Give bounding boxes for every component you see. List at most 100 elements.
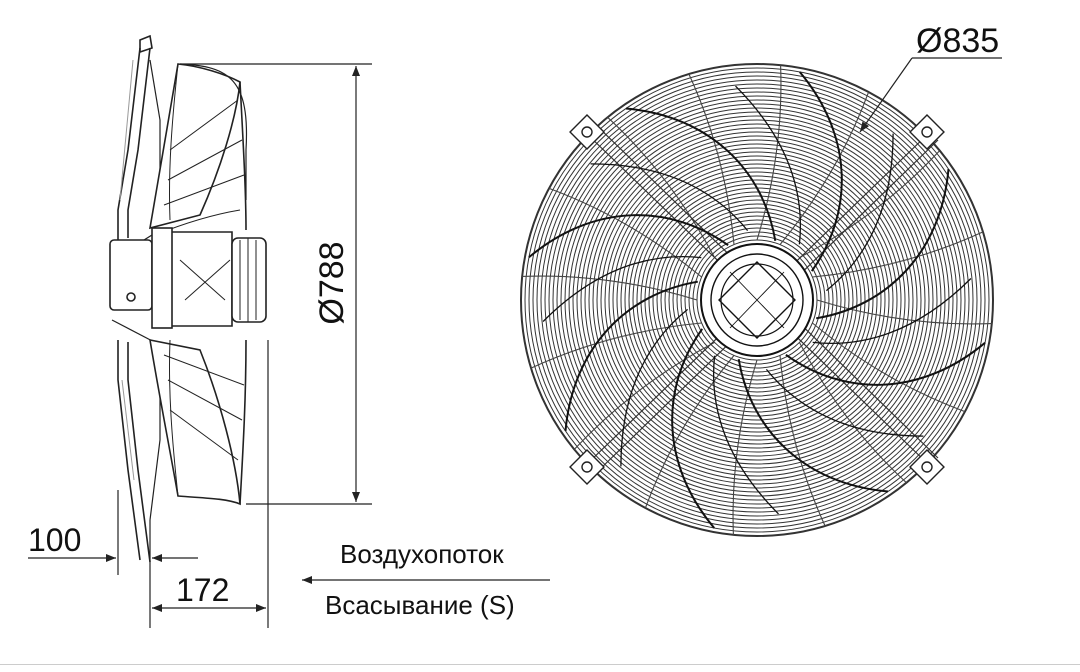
guard-ring	[552, 95, 962, 505]
depth-172-label: 172	[176, 572, 229, 608]
guard-ring	[560, 103, 954, 497]
guard-spoke	[812, 322, 966, 413]
guard-ring	[616, 159, 898, 441]
guard-ring	[628, 171, 886, 429]
guard-spoke	[548, 187, 702, 278]
guard-ring	[580, 123, 934, 477]
guard-ring	[592, 135, 922, 465]
depth-100-label: 100	[28, 522, 81, 558]
side-view	[109, 34, 267, 563]
guard-ring	[612, 155, 902, 445]
blade-edge	[528, 214, 729, 258]
guard-ring	[692, 235, 822, 365]
airflow-annotation	[302, 576, 550, 584]
guard-spoke	[607, 116, 716, 258]
blade-edge	[542, 256, 702, 322]
guard-ring	[600, 143, 914, 457]
blade-edge	[564, 280, 698, 432]
guard-ring	[556, 99, 958, 501]
guard-spoke	[756, 65, 782, 241]
guard-ring	[528, 71, 986, 529]
guard-spoke	[644, 355, 735, 509]
guard-ring	[584, 127, 930, 473]
guard-ring	[660, 203, 854, 397]
diameter-788-label: Ø788	[313, 241, 351, 324]
guard-ring	[576, 119, 938, 481]
motor-hub	[109, 227, 267, 329]
mounting-plate	[117, 34, 153, 563]
airflow-label: Воздухопоток	[340, 539, 504, 569]
guard-spoke	[732, 359, 758, 535]
diameter-835-leader	[859, 57, 913, 133]
guard-spoke	[573, 341, 715, 450]
blade-edge	[735, 85, 801, 245]
guard-rings	[520, 63, 994, 537]
guard-ring	[652, 195, 862, 405]
guard-ring	[532, 75, 982, 525]
guard-ring	[536, 79, 978, 521]
front-blades	[528, 71, 986, 529]
guard-ring	[672, 215, 842, 385]
mounting-foot-bottom-right	[909, 449, 945, 485]
blade-edge	[816, 168, 950, 320]
guard-ring	[588, 131, 926, 469]
guard-spoke	[779, 355, 826, 527]
guard-spoke	[799, 150, 941, 259]
guard-ring	[668, 211, 846, 389]
guard-spoke	[816, 299, 992, 325]
guard-ring	[656, 199, 858, 401]
front-hub	[700, 243, 814, 357]
guard-ring	[608, 151, 906, 449]
guard-ring	[564, 107, 950, 493]
blade-edge	[812, 278, 972, 344]
blade-edge	[799, 71, 843, 272]
blade-edge	[713, 355, 779, 515]
guard-ring	[596, 139, 918, 461]
blade-edge	[785, 342, 986, 386]
blade-edge	[625, 107, 777, 241]
blade-edge	[671, 328, 715, 529]
guard-ring	[684, 227, 830, 373]
guard-ring	[620, 163, 894, 437]
guard-ring	[664, 207, 850, 393]
guard-ring	[688, 231, 826, 369]
blade-edge	[737, 359, 889, 493]
guard-ring	[572, 115, 942, 485]
guard-ring	[648, 191, 866, 409]
bottom-divider	[0, 664, 1080, 665]
guard-ring	[520, 63, 994, 537]
guard-ring	[548, 91, 966, 509]
guard-ring	[540, 83, 974, 517]
guard-spoke	[798, 342, 907, 484]
suction-label: Всасывание (S)	[325, 590, 515, 620]
guard-spokes	[522, 65, 992, 535]
guard-ring	[636, 179, 878, 421]
blade-edge	[825, 133, 894, 292]
guard-spoke	[812, 231, 984, 278]
guard-ring	[604, 147, 910, 453]
guard-ring	[544, 87, 970, 513]
blade-edge	[765, 368, 924, 437]
guard-ring	[624, 167, 890, 433]
guard-ring	[568, 111, 946, 489]
guard-ring	[524, 67, 990, 533]
guard-spoke	[530, 322, 702, 369]
guard-spoke	[779, 91, 870, 245]
guard-ring	[632, 175, 882, 425]
diameter-835-label: Ø835	[916, 22, 999, 60]
side-dimensions	[28, 63, 372, 628]
side-blades	[149, 63, 247, 506]
mounting-feet	[569, 114, 945, 485]
guard-ring	[676, 219, 838, 381]
guard-spoke	[688, 73, 735, 245]
blade-edge	[620, 308, 689, 467]
front-view	[520, 63, 994, 537]
guard-ring	[680, 223, 834, 377]
mounting-foot-bottom-left	[569, 449, 605, 485]
guard-spoke	[522, 275, 698, 301]
mounting-foot-top-right	[909, 114, 945, 150]
front-diameter-dimension	[859, 57, 1002, 133]
mounting-foot-top-left	[569, 114, 605, 150]
blade-edge	[590, 163, 749, 232]
